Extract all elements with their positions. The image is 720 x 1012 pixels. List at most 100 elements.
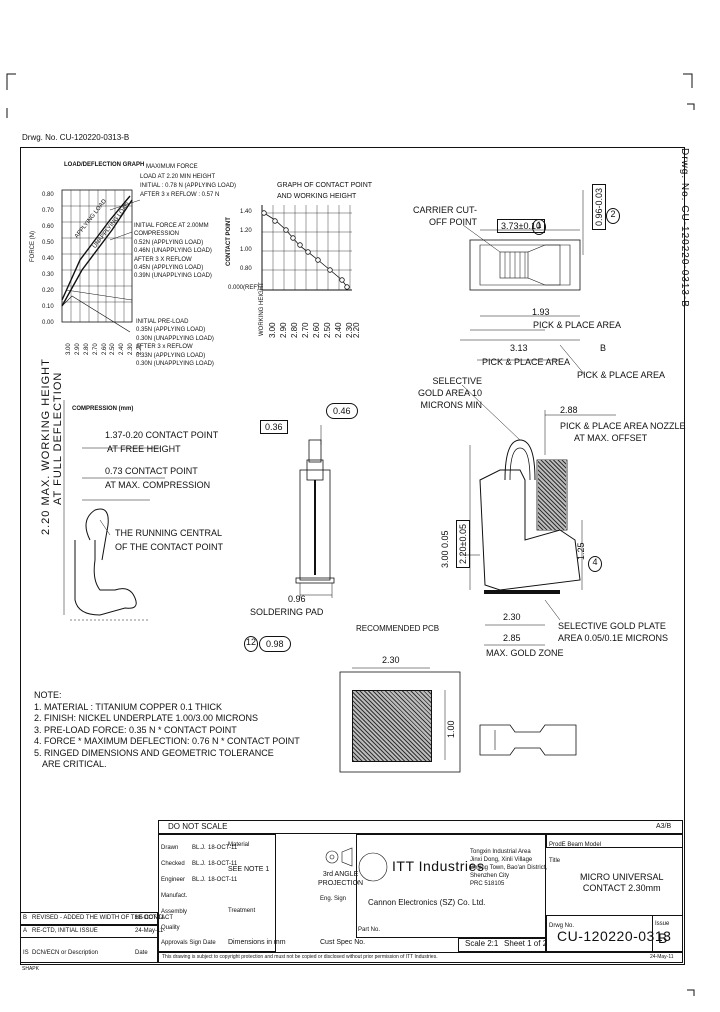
- rev-a-date: 24-May-11: [135, 928, 164, 934]
- load-x-tick-3: 2.70: [93, 343, 99, 355]
- contact-x-tick-4: 2.60: [312, 322, 321, 338]
- balloon-4-side: 4: [588, 556, 602, 572]
- load-x-tick-6: 2.40: [119, 343, 125, 355]
- copyright-footer: This drawing is subject to copyright pro…: [162, 954, 438, 960]
- load-x-tick-8: 2.20: [137, 343, 143, 355]
- company-sub: Cannon Electronics (SZ) Co. Ltd.: [368, 898, 486, 907]
- dim-0-96-front: 0.96: [288, 594, 306, 604]
- carrier-cut-label: CARRIER CUT- OFF POINT: [413, 205, 478, 227]
- approvals-sign-label: Approvals Sign: [161, 940, 202, 946]
- company-address: Tongxin Industrial Area Jinxi Dong, Xinl…: [470, 849, 548, 887]
- contact-x-axis-label: WORKING HEIGHT: [259, 282, 265, 336]
- load-x-tick-5: 2.50: [110, 343, 116, 355]
- see-note-1: SEE NOTE 1: [228, 866, 270, 873]
- load-x-tick-7: 2.30: [128, 343, 134, 355]
- dim-3-13: 3.13: [510, 343, 528, 353]
- rev-b-date: 18-OCT-11: [135, 915, 165, 921]
- dim-0-98: 0.98: [259, 636, 291, 652]
- stamp-label: SHAPK: [22, 966, 39, 972]
- rev-is-code: IS: [23, 950, 29, 956]
- issue-label: Issue: [655, 921, 670, 927]
- contact-x-tick-5: 2.50: [323, 322, 332, 338]
- pcb-pad: [352, 690, 432, 762]
- rev-b-code: B: [23, 915, 28, 921]
- drawing-number: CU-120220-0313: [557, 928, 672, 944]
- contact-graph-title: GRAPH OF CONTACT POINT AND WORKING HEIGH…: [277, 182, 373, 200]
- title-block-top-row: [158, 820, 683, 834]
- footer-row: [158, 952, 683, 963]
- treatment-label: Treatment: [228, 908, 256, 914]
- title-label: Title: [549, 858, 561, 864]
- a3b-label: A3/B: [656, 823, 672, 830]
- drawing-number-top: Drwg. No. CU-120220-0313-B: [22, 133, 130, 142]
- max-force-label: MAXIMUM FORCE: [146, 164, 198, 170]
- balloon-2-top: 2: [606, 208, 620, 224]
- full-deflection-label: AT FULL DEFLECTION: [52, 371, 64, 505]
- sheet-label: Sheet 1 of 2: [504, 939, 548, 948]
- dim-3-00: 3.00 0.05: [440, 530, 450, 568]
- free-height-label: 1.37-0.20 CONTACT POINT AT FREE HEIGHT: [105, 430, 219, 454]
- dimensions-label: Dimensions in mm: [228, 939, 286, 946]
- contact-y-tick-4: 0.000(REF): [228, 285, 260, 291]
- rev-a-code: A: [23, 928, 28, 934]
- dim-2-20: 2.20±0.05: [456, 520, 470, 568]
- approval-labels: Drawn Checked Engineer Manufact. Assembl…: [161, 845, 188, 931]
- contact-x-tick-1: 2.90: [279, 322, 288, 338]
- approval-dates: 18-OCT-11 18-OCT-11 18-OCT-11: [208, 845, 238, 883]
- pcb-dim-2-30: 2.30: [382, 655, 400, 665]
- balloon-12: 12: [244, 636, 258, 652]
- load-graph-title: LOAD/DEFLECTION GRAPH: [64, 162, 145, 168]
- load-x-tick-0: 3.00: [66, 343, 72, 355]
- selective-gold-label: SELECTIVE GOLD AREA 10 MICRONS MIN: [418, 376, 483, 410]
- company-box: [356, 834, 546, 938]
- contact-x-tick-3: 2.70: [301, 322, 310, 338]
- load-notes: LOAD AT 2.20 MIN HEIGHT INITIAL : 0.78 N…: [140, 174, 237, 198]
- contact-y-tick-3: 0.80: [240, 266, 252, 272]
- contact-x-tick-2: 2.80: [290, 322, 299, 338]
- contact-x-tick-8: 2.20: [352, 322, 361, 338]
- projection-label: 3rd ANGLE PROJECTION: [318, 871, 364, 887]
- section-b-label: B: [600, 343, 607, 353]
- load-x-tick-4: 2.60: [102, 343, 108, 355]
- nozzle-label: PICK & PLACE AREA NOZZLE AT MAX. OFFSET: [560, 421, 686, 443]
- contact-x-tick-0: 3.00: [268, 322, 277, 338]
- max-compression-label: 0.73 CONTACT POINT AT MAX. COMPRESSION: [105, 466, 211, 490]
- contact-x-tick-6: 2.40: [334, 322, 343, 338]
- dim-2-30-side: 2.30: [503, 612, 521, 622]
- soldering-pad-label: SOLDERING PAD: [250, 607, 324, 617]
- material-label: Material: [228, 842, 250, 848]
- contact-y-axis-label: CONTACT POINT: [226, 217, 232, 266]
- approval-initials: BL.J. BL.J. BL.J.: [192, 845, 206, 883]
- drwg-no-label: Drwg No.: [549, 923, 575, 929]
- dim-2-88: 2.88: [560, 405, 578, 415]
- working-height-label: 2.20 MAX. WORKING HEIGHT: [40, 358, 52, 535]
- compression-label: COMPRESSION (mm): [72, 406, 134, 412]
- rev-a-text: RE-CTD, INITIAL ISSUE: [32, 928, 98, 934]
- revision-row-a: [20, 925, 158, 938]
- company-name: ITT Industries: [392, 858, 485, 874]
- revision-row-b: [20, 912, 158, 925]
- initial-force-notes: INITIAL FORCE AT 2.00MM COMPRESSION 0.52…: [134, 223, 212, 280]
- cust-spec-label: Cust Spec No.: [320, 939, 366, 946]
- load-y-axis-label: FORCE (N): [30, 231, 36, 262]
- contact-y-tick-2: 1.00: [240, 247, 252, 253]
- drawing-title: MICRO UNIVERSAL CONTACT 2.30mm: [580, 872, 664, 893]
- prod-label: ProdE Beam Model: [549, 842, 602, 848]
- drawing-frame: [20, 147, 685, 965]
- approvals-date-label: Date: [203, 940, 216, 946]
- max-gold-zone: MAX. GOLD ZONE: [486, 648, 564, 658]
- rev-b-text: REVISED - ADDED THE WIDTH OF THE CONTACT: [32, 915, 174, 921]
- running-central-label: THE RUNNING CENTRAL OF THE CONTACT POINT: [115, 528, 224, 552]
- gold-plate-label: SELECTIVE GOLD PLATE AREA 0.05/0.1E MICR…: [558, 621, 669, 643]
- contact-y-tick-0: 1.40: [240, 209, 252, 215]
- do-not-scale: DO NOT SCALE: [168, 822, 228, 831]
- issue-value: B: [658, 930, 668, 946]
- balloon-1-top: 1: [532, 219, 546, 235]
- pcb-title: RECOMMENDED PCB: [356, 624, 440, 633]
- nozzle-area: [538, 460, 566, 530]
- footer-date: 24-May-11: [650, 954, 674, 960]
- eng-sign-label: Eng. Sign: [320, 896, 347, 902]
